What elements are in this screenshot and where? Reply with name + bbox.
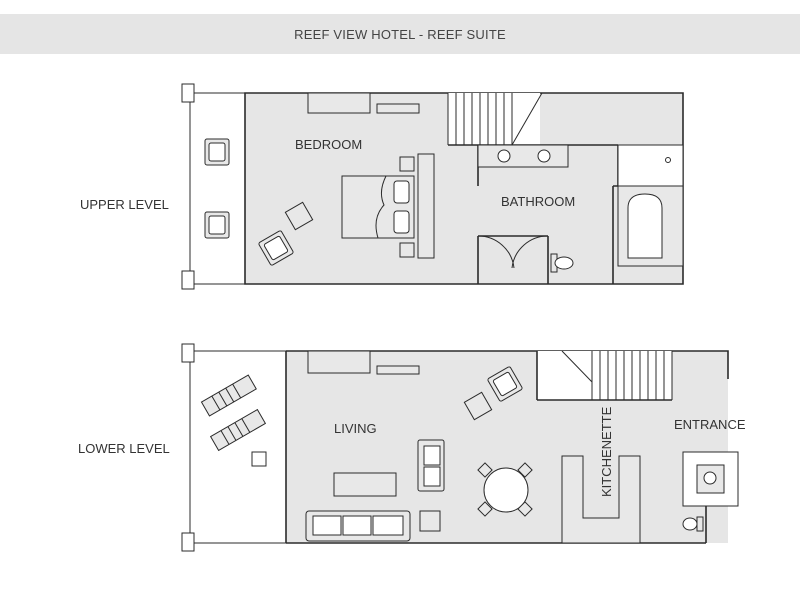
upper-balcony xyxy=(190,93,245,284)
upper-level-plan: BEDROOM BATHROOM xyxy=(181,83,684,290)
terrace-table xyxy=(251,451,267,467)
toilet xyxy=(550,253,574,273)
bedroom-cabinet xyxy=(417,153,435,259)
lower-stairs xyxy=(536,350,673,401)
vanity xyxy=(477,144,569,168)
nightstand xyxy=(399,156,415,172)
terrace-post xyxy=(181,343,195,363)
title-bar: REEF VIEW HOTEL - REEF SUITE xyxy=(0,14,800,54)
bedroom-shelf xyxy=(307,92,371,114)
room-label-living: LIVING xyxy=(334,421,377,436)
balcony-chair xyxy=(204,211,230,239)
living-shelf xyxy=(376,365,420,375)
dining-table xyxy=(477,462,533,517)
room-label-bedroom: BEDROOM xyxy=(295,137,362,152)
balcony-post xyxy=(181,83,195,103)
lower-level-plan: LIVING KITCHENETTE ENTRANCE xyxy=(181,343,746,552)
sofa xyxy=(305,510,411,542)
bed xyxy=(341,175,415,239)
bathtub xyxy=(617,185,684,267)
side-table xyxy=(284,201,314,231)
kitchen-counter xyxy=(561,455,641,544)
room-label-kitchenette: KITCHENETTE xyxy=(599,406,614,497)
balcony-post xyxy=(181,270,195,290)
entrance-toilet xyxy=(682,516,704,532)
sun-lounger xyxy=(200,374,257,417)
coffee-table xyxy=(333,472,397,497)
bedroom-shelf xyxy=(376,103,420,114)
nightstand xyxy=(399,242,415,258)
upper-stairs xyxy=(447,92,543,146)
living-side-table xyxy=(463,391,493,421)
terrace-post xyxy=(181,532,195,552)
sun-lounger xyxy=(209,408,267,452)
living-ottoman xyxy=(419,510,441,532)
room-label-entrance: ENTRANCE xyxy=(674,417,746,432)
sink xyxy=(537,149,551,163)
lower-level-label: LOWER LEVEL xyxy=(78,441,170,456)
armchair xyxy=(258,230,294,266)
armchair-sofa xyxy=(417,439,445,492)
living-armchair xyxy=(487,366,523,402)
sink xyxy=(497,149,511,163)
shower xyxy=(617,144,684,187)
living-shelf xyxy=(307,350,371,374)
upper-level-label: UPPER LEVEL xyxy=(80,197,169,212)
balcony-chair xyxy=(204,138,230,166)
page-title: REEF VIEW HOTEL - REEF SUITE xyxy=(294,26,506,42)
room-label-bathroom: BATHROOM xyxy=(501,194,575,209)
lower-terrace xyxy=(190,351,286,543)
